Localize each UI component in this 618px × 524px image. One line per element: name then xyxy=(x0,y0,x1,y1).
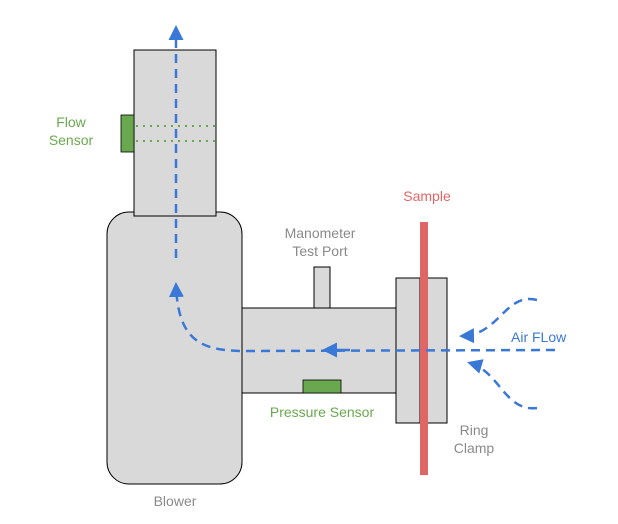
sample-membrane xyxy=(420,222,428,475)
flow-sensor-label-line2: Sensor xyxy=(49,132,94,148)
manometer-label-line2: Test Port xyxy=(292,243,347,259)
sample-label: Sample xyxy=(403,188,451,204)
manometer-test-port xyxy=(313,266,331,309)
blower-body xyxy=(106,211,243,485)
air-flow-inlet-lower xyxy=(467,359,538,410)
ring-clamp-label-line2: Clamp xyxy=(454,440,495,456)
manometer-label-line1: Manometer xyxy=(285,225,356,241)
flow-sensor-label-line1: Flow xyxy=(56,114,86,130)
blower-label: Blower xyxy=(154,493,197,509)
air-flow-label: Air FLow xyxy=(511,329,567,345)
pressure-sensor-label: Pressure Sensor xyxy=(270,404,375,420)
air-flow-inlet-upper xyxy=(459,297,538,344)
air-flow-main-path xyxy=(168,282,556,353)
pressure-sensor xyxy=(302,379,342,394)
flow-sensor xyxy=(120,114,135,153)
ring-clamp-label-line1: Ring xyxy=(460,422,489,438)
